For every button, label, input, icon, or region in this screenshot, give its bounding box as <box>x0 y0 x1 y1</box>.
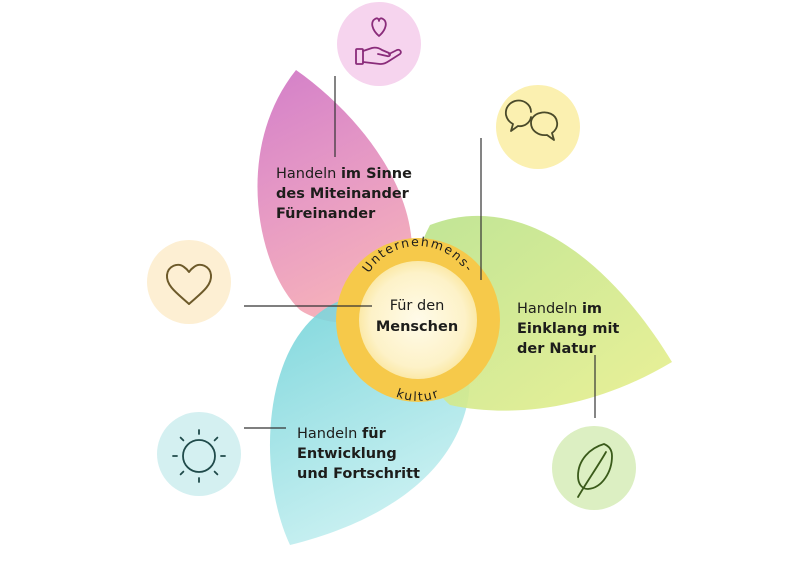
petal-bottom-label: Handeln für Entwicklung und Fortschritt <box>297 424 420 484</box>
petal-top-prefix: Handeln <box>276 166 337 182</box>
petal-right-bold: im <box>581 301 603 317</box>
petal-bottom-line2: Entwicklung <box>297 446 397 462</box>
petal-right-label: Handeln im Einklang mit der Natur <box>517 299 619 359</box>
center-line2: Menschen <box>375 319 459 335</box>
icon-circle-hand-heart <box>337 2 421 86</box>
sun-icon <box>172 429 226 483</box>
ring-label-bottom: kultur <box>395 385 440 404</box>
petal-right-line2: Einklang mit <box>517 321 620 337</box>
center-label: Für den Menschen <box>362 296 472 338</box>
petal-top-line2: des Miteinander <box>276 186 409 202</box>
icon-circle-speech <box>496 85 580 169</box>
leaf-icon <box>577 443 613 498</box>
petal-top-label: Handeln im Sinne des Miteinander Füreina… <box>276 164 412 224</box>
icon-circle-heart <box>147 240 231 324</box>
hand-heart-icon <box>355 17 402 65</box>
petal-right-line3: der Natur <box>517 341 596 357</box>
icon-circle-leaf <box>552 426 636 510</box>
svg-text:kultur: kultur <box>395 385 442 404</box>
heart-icon <box>165 263 213 305</box>
petal-top-bold: im Sinne <box>340 166 412 182</box>
speech-bubbles-icon <box>504 99 559 141</box>
petal-top-line3: Füreinander <box>276 206 376 222</box>
petal-right-prefix: Handeln <box>517 301 578 317</box>
petal-bottom-line3: und Fortschritt <box>297 466 420 482</box>
icon-circle-sun <box>157 412 241 496</box>
petal-bottom-bold: für <box>361 426 386 442</box>
center-line1: Für den <box>389 298 445 314</box>
center-disc <box>359 261 477 379</box>
petal-bottom-prefix: Handeln <box>297 426 358 442</box>
